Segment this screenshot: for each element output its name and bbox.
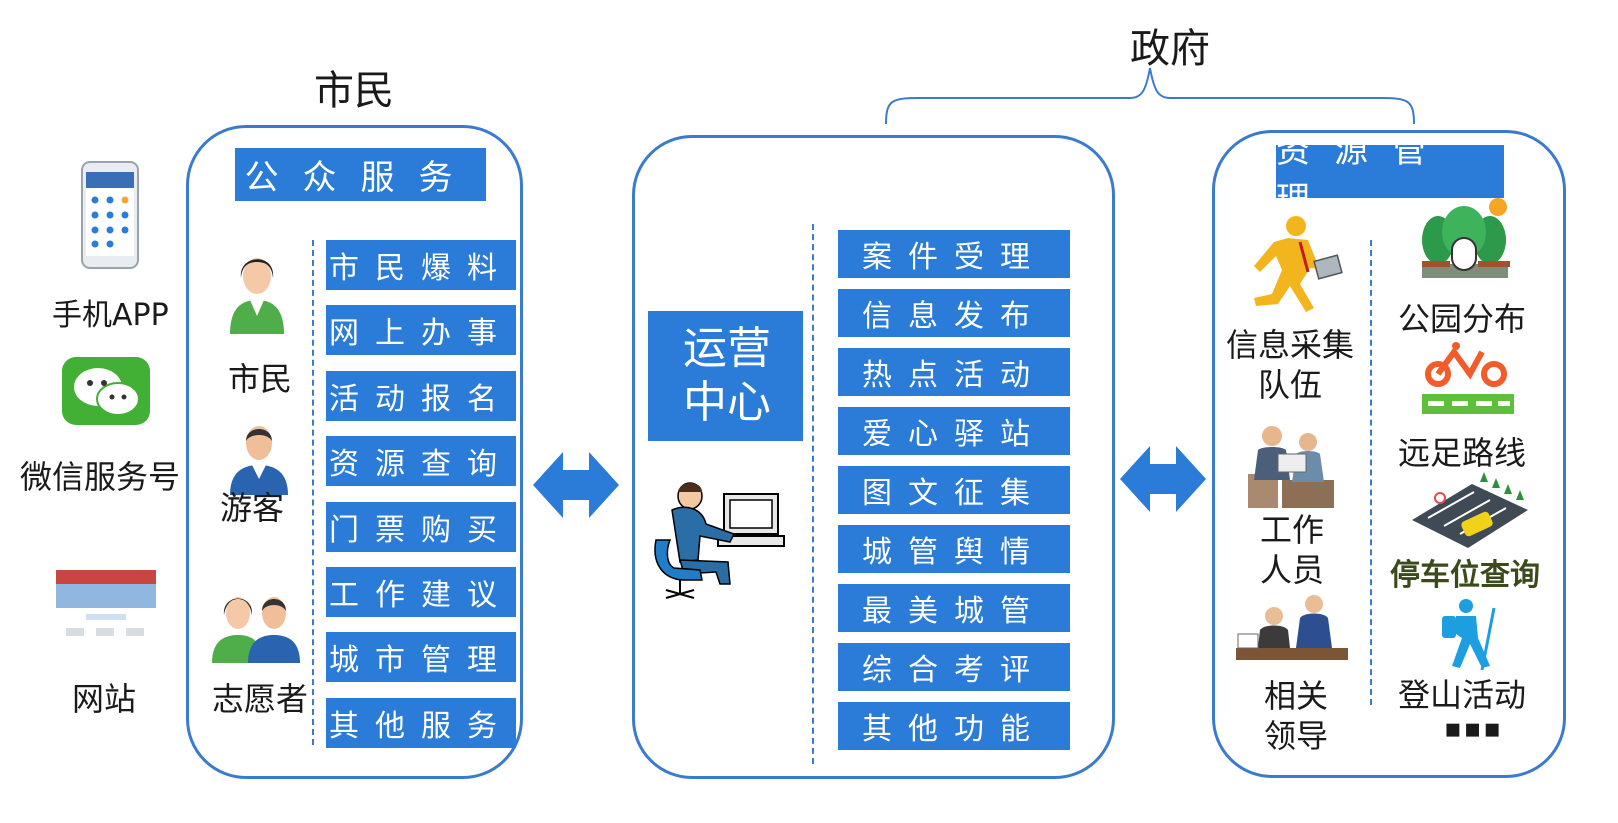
bidirectional-arrow-right <box>1120 446 1206 512</box>
operations-divider <box>812 224 814 764</box>
operations-item-4[interactable]: 爱心驿站 <box>838 407 1070 455</box>
public-service-item-4[interactable]: 资源查询 <box>326 436 516 487</box>
operations-item-6[interactable]: 城管舆情 <box>838 525 1070 573</box>
operations-center-box <box>648 311 803 441</box>
public-service-header: 公众服务 <box>235 148 486 201</box>
operations-item-9[interactable]: 其他功能 <box>838 702 1070 750</box>
runner-briefcase-icon <box>1254 216 1343 312</box>
resource-label-park: 公园分布 <box>1398 300 1527 338</box>
channel-label-wechat: 微信服务号 <box>20 458 181 496</box>
public-service-item-2[interactable]: 网上办事 <box>326 305 516 356</box>
operator-computer-icon <box>654 482 785 599</box>
user-label-volunteer: 志愿者 <box>212 680 309 718</box>
public-service-item-1[interactable]: 市民爆料 <box>326 240 516 290</box>
park-gate-icon <box>1422 198 1510 278</box>
bidirectional-arrow-left <box>533 452 619 518</box>
volunteers-icon <box>212 597 300 663</box>
government-brace <box>885 67 1415 125</box>
public-service-divider <box>312 240 314 745</box>
operations-item-2[interactable]: 信息发布 <box>838 289 1070 337</box>
bike-route-icon <box>1422 342 1514 414</box>
citizen-title: 市民 <box>314 68 394 114</box>
citizen-woman-icon <box>230 258 284 334</box>
resource-header: 资源管理 <box>1276 131 1504 220</box>
staff-meeting-icon <box>1248 426 1334 508</box>
operations-item-7[interactable]: 最美城管 <box>838 584 1070 632</box>
government-title: 政府 <box>1130 26 1210 72</box>
channel-label-app: 手机APP <box>52 298 169 333</box>
resource-label-hiking-route: 远足路线 <box>1398 434 1527 472</box>
hiker-icon <box>1442 599 1496 670</box>
website-icon <box>56 570 156 650</box>
operations-center-label: 运营中心 <box>683 323 771 428</box>
resource-label-staff: 工作人员 <box>1259 511 1324 589</box>
resource-label-climbing: 登山活动 <box>1398 676 1527 714</box>
public-service-item-8[interactable]: 其他服务 <box>326 697 516 748</box>
operations-item-1[interactable]: 案件受理 <box>838 230 1070 278</box>
leaders-desk-icon <box>1236 595 1348 660</box>
public-service-item-6[interactable]: 工作建议 <box>326 567 516 617</box>
user-label-tourist: 游客 <box>220 489 285 527</box>
mobile-app-icon <box>81 161 139 269</box>
public-service-item-7[interactable]: 城市管理 <box>326 632 516 683</box>
parking-lot-icon <box>1412 472 1528 548</box>
operations-item-3[interactable]: 热点活动 <box>838 348 1070 396</box>
user-label-citizen: 市民 <box>228 360 293 398</box>
resource-label-leaders: 相关领导 <box>1263 677 1328 755</box>
tourist-man-icon <box>230 426 288 495</box>
wechat-icon <box>62 357 150 425</box>
public-service-item-5[interactable]: 门票购买 <box>326 501 516 552</box>
operations-item-8[interactable]: 综合考评 <box>838 643 1070 691</box>
channel-label-website: 网站 <box>72 680 137 718</box>
more-indicator: ▪▪▪ <box>1444 714 1503 744</box>
operations-item-5[interactable]: 图文征集 <box>838 466 1070 514</box>
public-service-item-3[interactable]: 活动报名 <box>326 370 516 421</box>
resource-label-parking: 停车位查询 <box>1390 558 1540 593</box>
resource-label-collectors: 信息采集队伍 <box>1226 326 1355 404</box>
resource-divider <box>1370 240 1372 705</box>
